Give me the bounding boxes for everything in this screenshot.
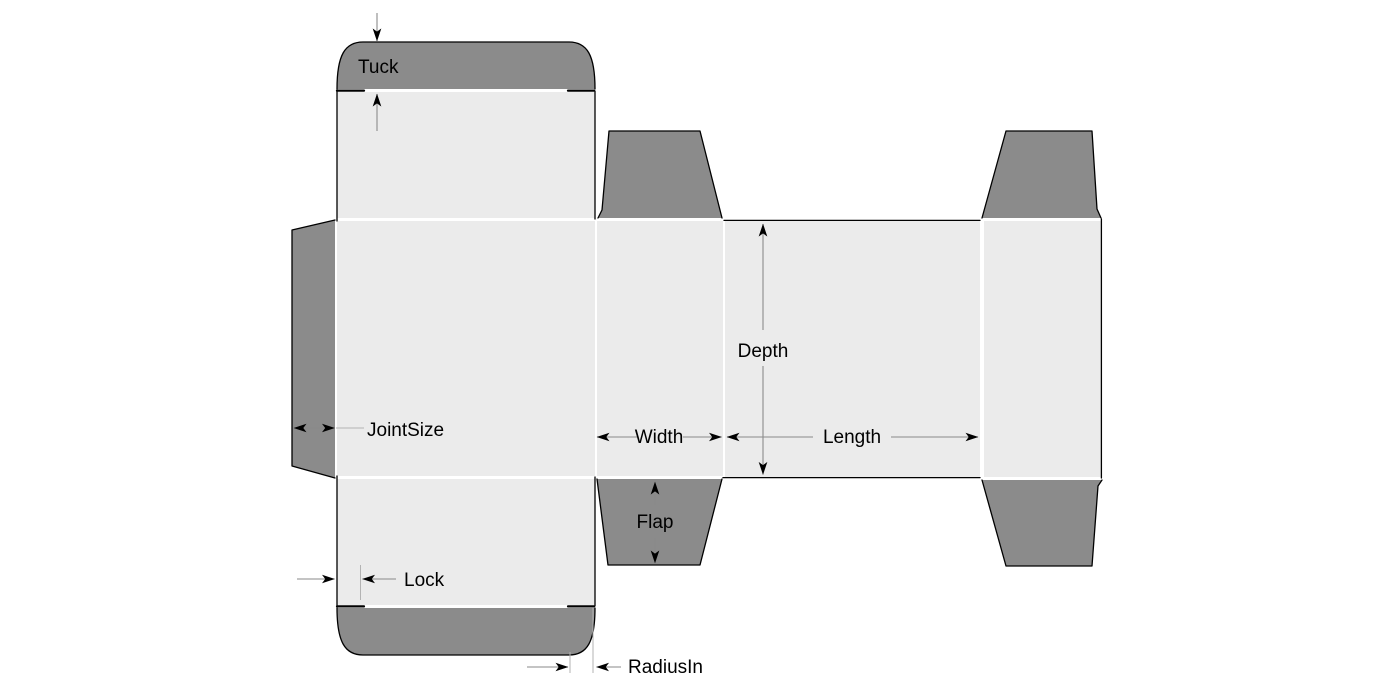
dimension-lines — [293, 13, 979, 672]
left-main-panel — [337, 221, 595, 476]
extension-lines — [336, 427, 594, 673]
width-bottom-flap — [597, 479, 722, 565]
length-panel — [725, 221, 980, 477]
width-label: Width — [635, 427, 684, 448]
jointsize-label: JointSize — [367, 420, 444, 441]
tuck-label: Tuck — [358, 57, 399, 78]
left-top-panel — [337, 92, 595, 218]
radiusin-label: RadiusIn — [628, 657, 703, 678]
panel-fills — [337, 92, 1102, 605]
length-label: Length — [823, 427, 881, 448]
joint-glue-flap-outline — [291, 219, 336, 479]
cut-outlines — [291, 41, 1103, 656]
width-top-dust-flap — [598, 131, 722, 218]
width-panel — [597, 221, 723, 476]
right-panel — [984, 221, 1102, 477]
flap-fills — [292, 42, 1102, 655]
dimension-labels: Tuck JointSize Width Depth Length Flap L… — [358, 57, 881, 678]
tuck-flap-outline — [336, 41, 596, 90]
lock-label: Lock — [404, 570, 445, 591]
right-top-dust-flap-outline — [981, 130, 1102, 219]
left-bottom-panel — [337, 479, 595, 605]
right-top-dust-flap — [982, 131, 1101, 218]
width-bottom-flap-outline — [596, 478, 723, 566]
bottom-tuck-flap — [337, 608, 595, 655]
flap-label: Flap — [637, 512, 674, 533]
depth-label: Depth — [738, 341, 789, 362]
tuck-flap — [337, 42, 595, 89]
width-top-dust-flap-outline — [597, 130, 723, 219]
right-bottom-dust-flap — [982, 480, 1102, 566]
right-bottom-dust-flap-outline — [981, 479, 1103, 567]
joint-glue-flap — [292, 220, 335, 478]
